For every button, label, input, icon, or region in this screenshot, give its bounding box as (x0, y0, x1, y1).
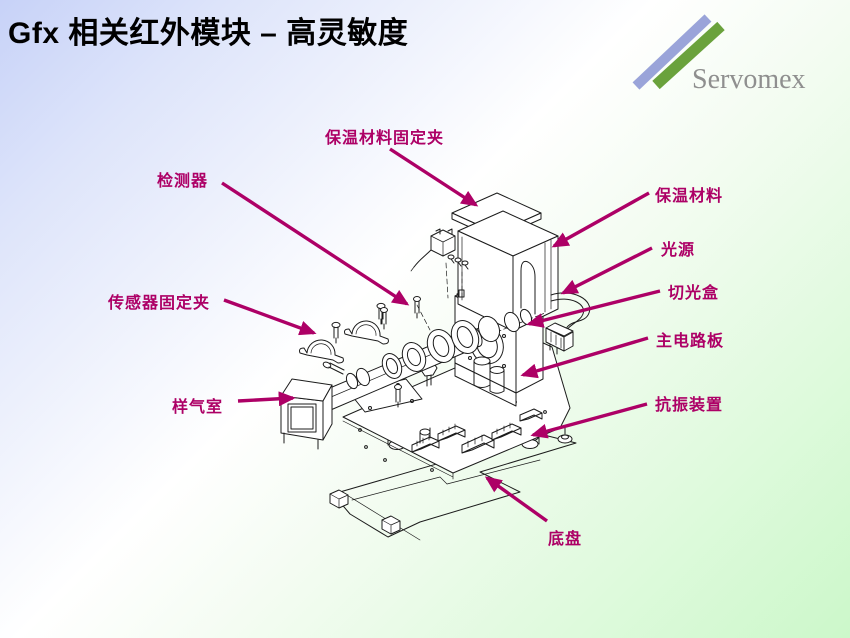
source-cable-connector (545, 292, 591, 355)
arrow-detector (221, 181, 410, 306)
logo-slash-green-icon (652, 21, 725, 90)
label-insulation-clip: 保温材料固定夹 (325, 130, 445, 147)
label-chopper-box: 切光盒 (668, 285, 720, 302)
arrow-insulation-clip (389, 147, 479, 207)
arrow-main-pcb (520, 336, 649, 379)
insulation-cover (451, 192, 559, 332)
servomex-logo: Servomex (632, 14, 806, 95)
logo-slash-blue-icon (632, 14, 712, 90)
label-light-source: 光源 (661, 242, 696, 259)
arrow-chassis (484, 476, 548, 523)
arrow-insulation (551, 191, 650, 248)
label-anti-vibration: 抗振装置 (655, 397, 724, 414)
label-insulation: 保温材料 (655, 188, 724, 205)
sensor-clamps (299, 302, 389, 375)
relay-and-fasteners (380, 228, 469, 331)
label-main-pcb: 主电路板 (656, 333, 725, 350)
label-chassis: 底盘 (548, 531, 583, 548)
arrow-sensor-clip (223, 298, 317, 336)
slide-title: Gfx 相关红外模块 – 高灵敏度 (8, 17, 409, 50)
label-sensor-clip: 传感器固定夹 (108, 295, 211, 312)
chassis-plate (329, 433, 577, 541)
arrow-sample-cell (237, 391, 296, 407)
arrow-anti-vibration (530, 402, 648, 439)
logo-text: Servomex (692, 64, 806, 95)
label-sample-cell: 样气室 (172, 399, 224, 416)
arrow-chopper-box (526, 289, 661, 328)
arrow-light-source (560, 246, 653, 295)
label-detector: 检测器 (157, 173, 209, 190)
